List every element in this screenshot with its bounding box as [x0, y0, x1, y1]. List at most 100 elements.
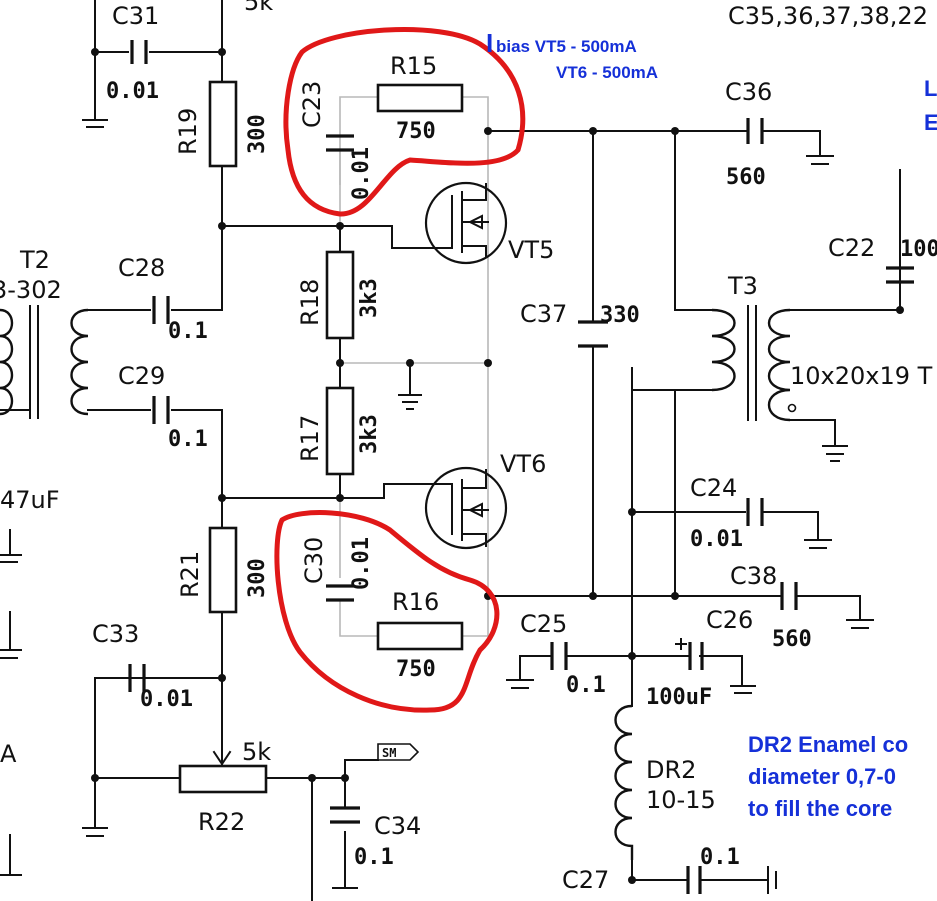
c22-value: 100: [900, 237, 937, 262]
c26-value: 100uF: [646, 685, 712, 710]
c31-value: 0.01: [106, 79, 159, 104]
c27-symbol: [686, 866, 702, 894]
r22-ref: R22: [198, 808, 245, 836]
c36-value: 560: [726, 165, 766, 190]
top-cut-label: 5k: [244, 0, 273, 16]
highlight-loop-top: [283, 27, 526, 217]
c33-ref: C33: [92, 620, 139, 648]
bias-line-1: bias VT5 - 500mA: [496, 37, 637, 56]
c37-ref: C37: [520, 300, 567, 328]
c30-ref: C30: [300, 537, 328, 584]
c30-symbol: [326, 584, 354, 602]
cap-list-label: C35,36,37,38,22: [728, 2, 928, 30]
r17-ref: R17: [296, 415, 324, 462]
r17-value: 3k3: [357, 414, 382, 454]
c34-value: 0.1: [354, 845, 394, 870]
c31-symbol: [130, 40, 148, 64]
r21-body: [208, 526, 238, 614]
resistors: [178, 80, 464, 794]
c33-value: 0.01: [140, 687, 193, 712]
vt6-mosfet: [424, 466, 508, 550]
ground-symbols: [0, 119, 874, 894]
c33-symbol: [128, 664, 146, 692]
c34-ref: C34: [374, 812, 421, 840]
r22-value: 5k: [242, 738, 271, 766]
dr2-ref: DR2: [646, 756, 696, 784]
bias-line-2: VT6 - 500mA: [556, 63, 658, 82]
r16-body: [376, 621, 464, 651]
r16-value: 750: [396, 657, 436, 682]
c28-symbol: [152, 296, 170, 324]
c24-value: 0.01: [690, 527, 743, 552]
c30-value: 0.01: [349, 537, 374, 590]
c24-ref: C24: [690, 474, 737, 502]
c38-value: 560: [772, 627, 812, 652]
c26-symbol: [688, 642, 704, 670]
c34-symbol: [330, 806, 360, 824]
c23-symbol: [326, 134, 354, 152]
dr2-note-line-2: diameter 0,7-0: [748, 764, 896, 789]
dr2-note-line-3: to fill the core: [748, 796, 892, 821]
vt6-ref: VT6: [500, 450, 546, 478]
c36-ref: C36: [725, 78, 772, 106]
c23-value: 0.01: [349, 147, 374, 200]
sm-tag-label: SM: [382, 746, 396, 760]
t2-value: 3-302: [0, 276, 62, 304]
t2-transformer: [0, 305, 89, 419]
c29-value: 0.1: [168, 427, 208, 452]
c25-ref: C25: [520, 610, 567, 638]
r16-ref: R16: [392, 588, 439, 616]
c25-symbol: [550, 642, 568, 670]
right-fragment-l: L: [924, 76, 937, 101]
c27-value: 0.1: [700, 845, 740, 870]
annotation-notes: I bias VT5 - 500mA VT6 - 500mA DR2 Ename…: [486, 28, 908, 821]
r22-body: [178, 764, 268, 794]
r21-ref: R21: [176, 551, 204, 598]
c22-ref: C22: [828, 234, 875, 262]
c38-symbol: [780, 582, 798, 610]
r18-value: 3k3: [357, 278, 382, 318]
c28-ref: C28: [118, 254, 165, 282]
capacitors: [128, 40, 914, 894]
c23-ref: C23: [298, 81, 326, 128]
r15-value: 750: [396, 119, 436, 144]
c29-ref: C29: [118, 362, 165, 390]
c37-value: 330: [600, 303, 640, 328]
sm-signal-tag: SM: [377, 743, 420, 761]
r19-body: [208, 80, 238, 168]
vt5-ref: VT5: [508, 236, 554, 264]
junction-dots: [91, 48, 904, 884]
dr2-note-line-1: DR2 Enamel co: [748, 732, 908, 757]
left-cap-fragment: 47uF: [0, 486, 60, 514]
r19-value: 300: [245, 114, 270, 154]
dr2-value: 10-15: [646, 786, 716, 814]
c36-symbol: [746, 118, 764, 144]
r22-wiper-arrow: [212, 750, 232, 766]
r18-body: [325, 250, 355, 340]
left-a-fragment: A: [0, 740, 17, 768]
c25-value: 0.1: [566, 673, 606, 698]
vt5-mosfet: [424, 181, 508, 265]
dr2-choke: [614, 704, 634, 860]
t3-value: 10x20x19 T: [790, 362, 933, 390]
c24-symbol: [746, 498, 764, 526]
right-fragment-e: E: [924, 110, 937, 135]
t3-ref: T3: [727, 272, 758, 300]
r19-ref: R19: [174, 108, 202, 155]
bias-prefix: I: [486, 28, 493, 58]
r18-ref: R18: [296, 279, 324, 326]
c26-ref: C26: [706, 606, 753, 634]
c29-symbol: [152, 396, 170, 424]
c37-symbol: [578, 320, 608, 348]
r21-value: 300: [245, 558, 270, 598]
r15-body: [376, 83, 464, 113]
r17-body: [325, 386, 355, 476]
c38-ref: C38: [730, 562, 777, 590]
c28-value: 0.1: [168, 319, 208, 344]
t3-transformer: [631, 305, 797, 422]
c27-ref: C27: [562, 866, 609, 894]
r15-ref: R15: [390, 52, 437, 80]
c31-ref: C31: [112, 2, 159, 30]
